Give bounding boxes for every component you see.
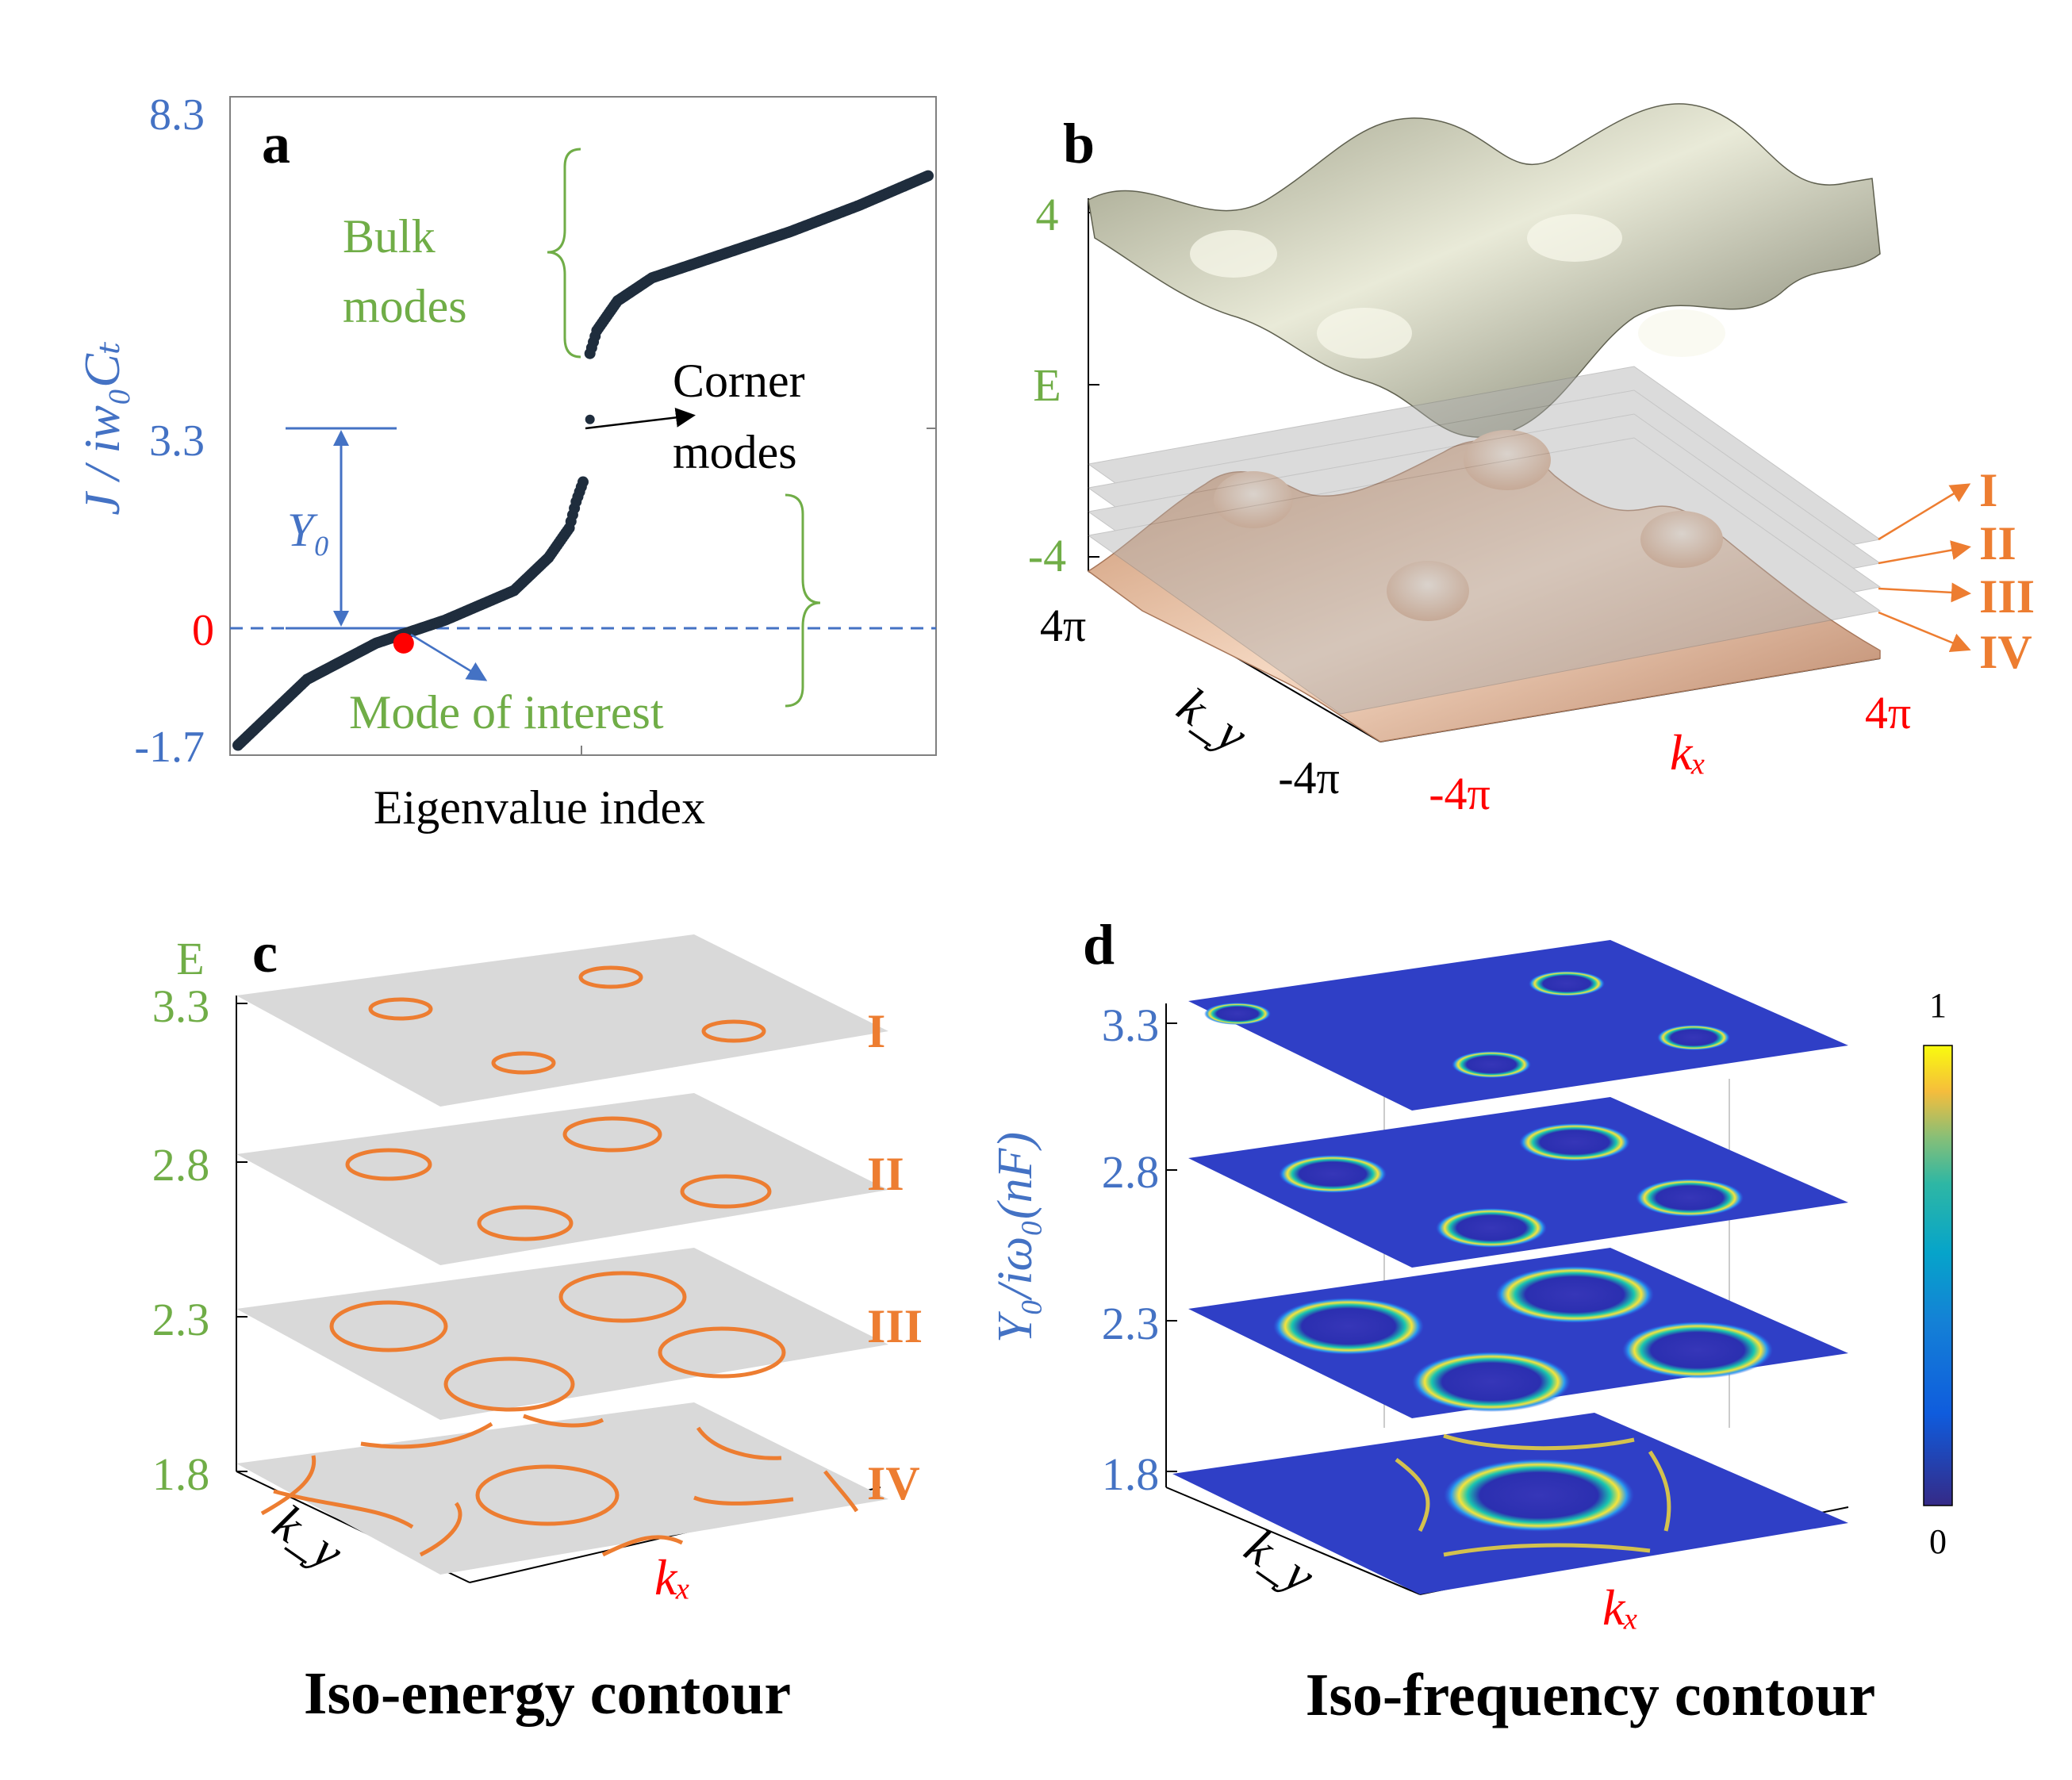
x-axis-label-c: kₓ <box>654 1549 692 1605</box>
eigenvalue-points <box>232 170 934 751</box>
eigenvalue-point <box>923 170 934 182</box>
corner-arrow <box>585 407 696 430</box>
bulk-brace-upper <box>547 148 581 359</box>
z-axis-label-b: E <box>1033 359 1061 411</box>
colorbar-max-label: 1 <box>1929 986 1947 1025</box>
panel-a: a 8.3 3.3 0 -1.7 J / iw₀Cₜ Eigenvalue in… <box>74 90 937 834</box>
heatmap-plane-2 <box>1188 1097 1848 1268</box>
level-label: 1.8 <box>152 1448 210 1500</box>
z-axis-label-c: E <box>176 933 204 984</box>
level-label: 3.3 <box>152 980 210 1032</box>
panel-label-c: c <box>252 921 278 984</box>
corner-modes-label: Corner modes <box>673 355 817 478</box>
ytick-label: 8.3 <box>149 90 205 140</box>
ytick-label: -4π <box>1278 752 1340 804</box>
panel-label-d: d <box>1083 913 1115 976</box>
caption-c: Iso-energy contour <box>304 1660 791 1727</box>
level-label: 2.3 <box>1102 1298 1160 1349</box>
xtick-label: -4π <box>1429 768 1491 819</box>
plane-label-II: II <box>1979 517 2016 570</box>
ztick-label: -4 <box>1028 530 1066 581</box>
contour-plane-II <box>236 1093 888 1265</box>
corner-mode-point <box>585 414 595 424</box>
y-axis-label-b: k_y <box>1168 677 1258 763</box>
level-label: 1.8 <box>1102 1448 1160 1500</box>
contour-plane-III <box>236 1248 888 1420</box>
y-axis-label-a: J / iw₀Cₜ <box>74 341 130 516</box>
panel-label-b: b <box>1063 112 1095 175</box>
colorbar-min-label: 0 <box>1929 1522 1947 1561</box>
x-axis-label-b: kₓ <box>1670 724 1707 781</box>
plane-label-IV: IV <box>867 1457 920 1510</box>
level-label: 2.8 <box>1102 1146 1160 1198</box>
axes-box-a <box>229 96 937 756</box>
ytick-label: -1.7 <box>134 723 205 772</box>
contour-plane-I <box>236 934 888 1107</box>
mode-of-interest-point <box>393 632 414 654</box>
plane-label-III: III <box>867 1300 923 1352</box>
upper-band-surface <box>1088 103 1881 438</box>
ztick-label: 4 <box>1036 189 1059 240</box>
ytick-label: 4π <box>1040 600 1086 651</box>
energy-planes <box>1087 366 1882 715</box>
mode-arrow <box>410 633 488 681</box>
plane-label-I: I <box>1979 464 1997 516</box>
plane-label-II: II <box>867 1148 904 1200</box>
panel-c: c E 3.3 2.8 2.3 1.8 <box>152 921 923 1727</box>
plane-label-III: III <box>1979 570 2035 623</box>
x-axis-label-a: Eigenvalue index <box>374 781 705 834</box>
y0-label: Y₀ <box>287 504 330 556</box>
mode-of-interest-label: Mode of interest <box>349 686 664 738</box>
caption-d: Iso-frequency contour <box>1306 1662 1875 1728</box>
level-label: 3.3 <box>1102 999 1160 1051</box>
bulk-brace-lower <box>785 493 821 708</box>
ytick-label: 0 <box>192 606 214 655</box>
level-label: 2.3 <box>152 1294 210 1345</box>
plane-label-I: I <box>867 1005 885 1057</box>
eigenvalue-point <box>577 476 589 488</box>
level-label: 2.8 <box>152 1139 210 1191</box>
panel-b: b 4 E -4 I <box>1028 103 2035 819</box>
xtick-label: 4π <box>1865 687 1911 738</box>
colorbar <box>1923 1045 1953 1506</box>
panel-label-a: a <box>262 112 290 175</box>
heatmap-plane-1 <box>1188 940 1848 1111</box>
plane-label-IV: IV <box>1979 626 2032 678</box>
ytick-label: 3.3 <box>149 416 205 466</box>
panel-d: d 3.3 2.8 2.3 1.8 Y₀/iω₀(nF) <box>988 913 1953 1728</box>
z-axis-label-d: Y₀/iω₀(nF) <box>988 1132 1042 1343</box>
x-axis-label-d: kₓ <box>1602 1579 1640 1636</box>
bulk-modes-label: Bulk modes <box>343 210 467 332</box>
